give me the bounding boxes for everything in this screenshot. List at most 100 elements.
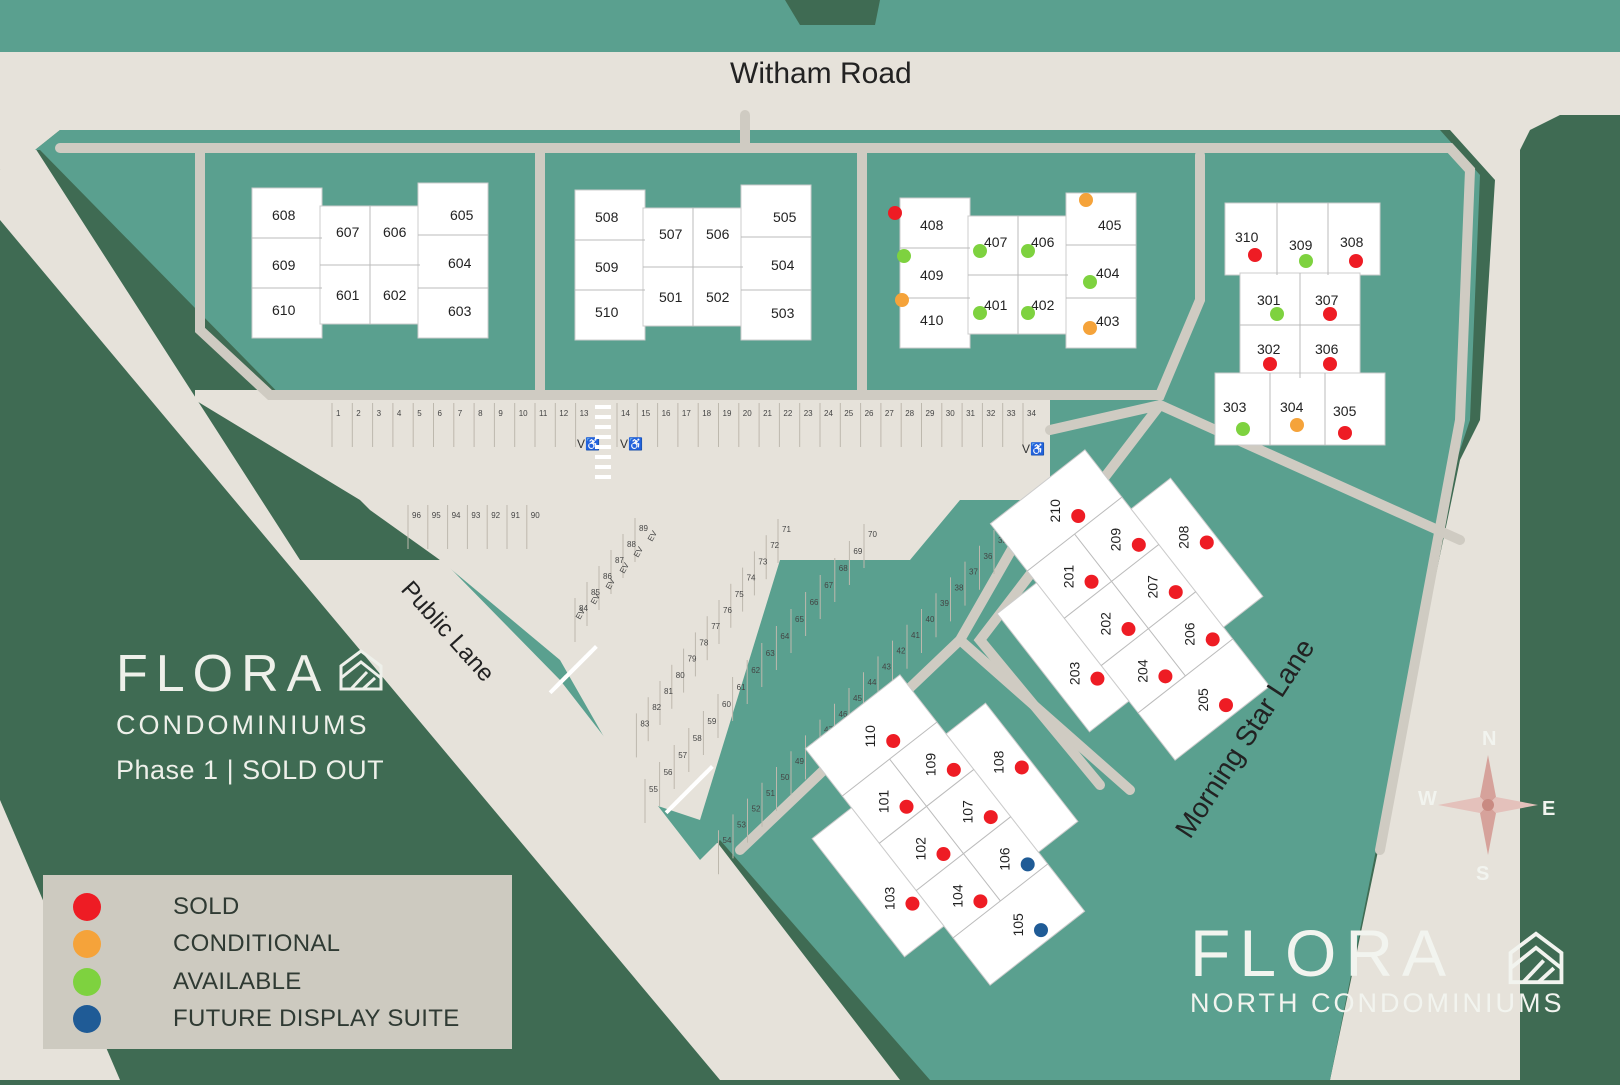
unit-label: 103 (881, 887, 897, 911)
legend-item-sold: SOLD (73, 890, 493, 924)
parking-stall-number: 94 (452, 511, 461, 520)
unit-status-dot (1121, 622, 1136, 637)
parking-stall-number: 71 (782, 525, 791, 534)
unit-label: 410 (920, 312, 944, 328)
parking-stall-number: 24 (824, 409, 833, 418)
parking-stall-number: 19 (723, 409, 732, 418)
unit-label: 305 (1333, 403, 1357, 419)
parking-stall-number: 59 (707, 717, 716, 726)
parking-stall-number: 57 (678, 751, 687, 760)
parking-stall-number: 81 (664, 687, 673, 696)
unit-label: 501 (659, 289, 683, 305)
unit-status-dot (973, 894, 988, 909)
compass-rose: N S W E (1418, 728, 1555, 885)
parking-stall-number: 96 (412, 511, 421, 520)
parking-stall-number: 49 (795, 757, 804, 766)
unit-status-dot (1349, 254, 1363, 268)
unit-label: 203 (1066, 662, 1082, 686)
parking-stall-number: 62 (751, 666, 760, 675)
house-logo-icon (339, 649, 383, 691)
legend-label: SOLD (173, 893, 240, 920)
road-label-north: Witham Road (730, 57, 912, 90)
unit-status-dot (897, 249, 911, 263)
unit-status-dot (1299, 254, 1313, 268)
unit-label: 207 (1145, 575, 1161, 599)
unit-label: 205 (1195, 688, 1211, 712)
parking-stall-number: 95 (432, 511, 441, 520)
unit-status-dot (1263, 357, 1277, 371)
unit-label: 409 (920, 267, 944, 283)
unit-status-dot (1079, 193, 1093, 207)
unit-label: 402 (1031, 297, 1055, 313)
unit-status-dot (936, 847, 951, 862)
unit-status-dot (1218, 698, 1233, 713)
parking-stall-number: 33 (1007, 409, 1016, 418)
brand-phase1: FLORA CONDOMINIUMS Phase 1 | SOLD OUT (116, 648, 406, 786)
unit-label: 604 (448, 255, 472, 271)
parking-stall-number: 2 (356, 409, 361, 418)
legend-item-display: FUTURE DISPLAY SUITE (73, 1002, 493, 1036)
parking-stall-number: 14 (621, 409, 630, 418)
brand-north-name: FLORA (1190, 916, 1456, 990)
brand-phase1-subtitle: CONDOMINIUMS (116, 710, 370, 740)
parking-stall-number: 77 (711, 622, 720, 631)
unit-status-dot (1014, 760, 1029, 775)
parking-stall-number: 4 (397, 409, 402, 418)
accessible-parking-icon: V♿ (620, 437, 643, 451)
unit-label: 309 (1289, 237, 1313, 253)
brand-north: FLORA NORTH CONDOMINIUMS (1190, 920, 1565, 1019)
legend-label: CONDITIONAL (173, 930, 341, 957)
parking-stall-number: 66 (810, 598, 819, 607)
unit-status-dot (1084, 574, 1099, 589)
parking-stall-number: 31 (966, 409, 975, 418)
unit-label: 609 (272, 257, 296, 273)
legend-item-available: AVAILABLE (73, 965, 493, 999)
legend-item-conditional: CONDITIONAL (73, 927, 493, 961)
unit-label: 109 (923, 753, 939, 777)
unit-label: 301 (1257, 292, 1281, 308)
parking-stall-number: 29 (926, 409, 935, 418)
parking-stall-number: 56 (664, 768, 673, 777)
parking-stall-number: 87 (615, 556, 624, 565)
brand-north-subtitle: NORTH CONDOMINIUMS (1190, 988, 1565, 1018)
crosswalk (664, 765, 714, 815)
parking-stall-number: 20 (743, 409, 752, 418)
unit-status-dot (1248, 248, 1262, 262)
parking-stall-number: 25 (844, 409, 853, 418)
unit-status-dot (973, 306, 987, 320)
compass-s: S (1476, 863, 1489, 885)
unit-status-dot (973, 244, 987, 258)
parking-stall-number: 67 (824, 581, 833, 590)
parking-stall-number: 79 (688, 655, 697, 664)
unit-label: 403 (1096, 313, 1120, 329)
unit-status-dot (1071, 509, 1086, 524)
parking-stall-number: 18 (702, 409, 711, 418)
parking-stall-number: 5 (417, 409, 422, 418)
unit-label: 405 (1098, 217, 1122, 233)
unit-status-dot (1338, 426, 1352, 440)
available-dot-icon (73, 968, 101, 996)
parking-stall-number: 53 (737, 820, 746, 829)
parking-stall-number: 30 (946, 409, 955, 418)
house-logo-icon-north (1508, 931, 1564, 985)
parking-stall-number: 11 (539, 409, 548, 418)
parking-stall-number: 73 (758, 557, 767, 566)
unit-label: 308 (1340, 234, 1364, 250)
unit-label: 605 (450, 207, 474, 223)
parking-stall-number: 10 (519, 409, 528, 418)
parking-stall-number: 3 (377, 409, 382, 418)
unit-status-dot (1199, 535, 1214, 550)
unit-status-dot (888, 206, 902, 220)
parking-stall-number: 64 (780, 632, 789, 641)
parking-stall-number: 42 (897, 647, 906, 656)
unit-label: 105 (1010, 913, 1026, 937)
unit-label: 104 (949, 884, 965, 908)
parking-stall-number: 17 (682, 409, 691, 418)
